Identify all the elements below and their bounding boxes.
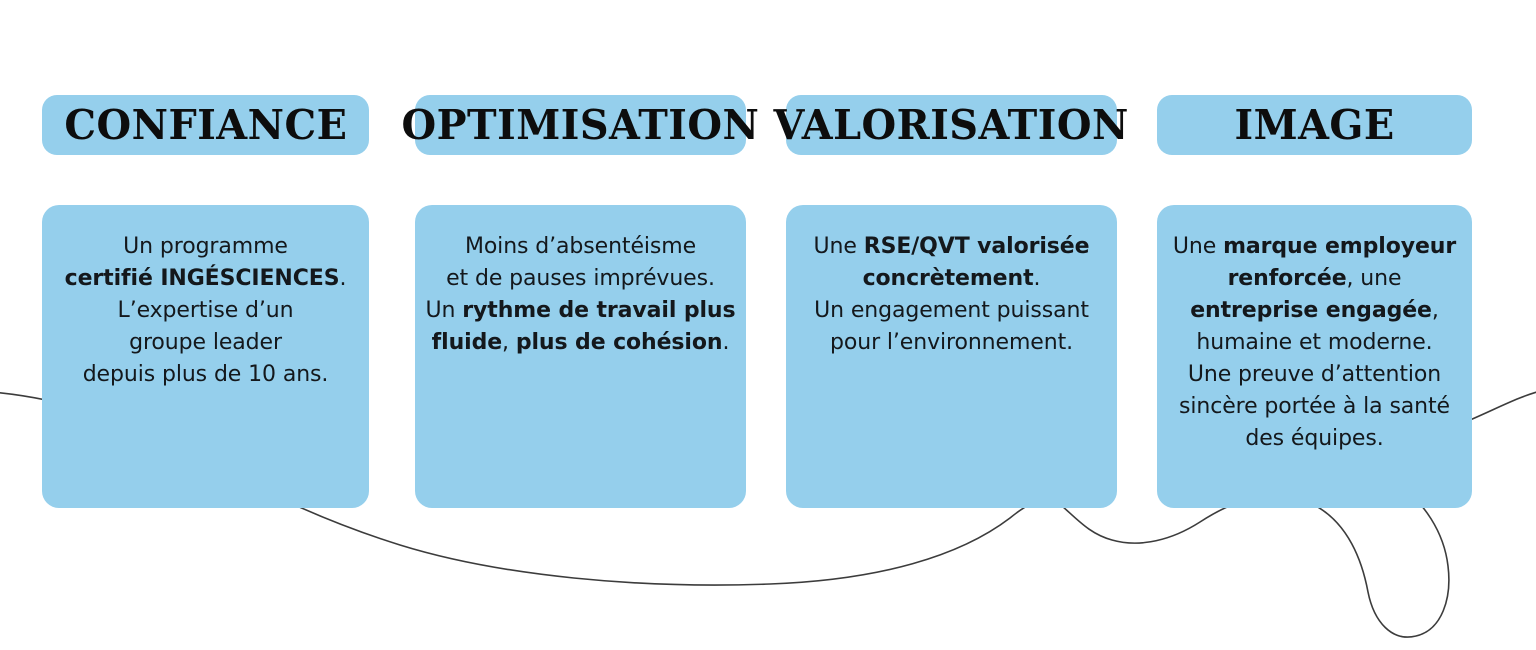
- card-optimisation[interactable]: Moins d’absentéisme et de pauses imprévue…: [415, 205, 746, 508]
- emphasis-text: entreprise engagée: [1190, 298, 1432, 323]
- card-text-line: groupe leader: [48, 327, 363, 359]
- header-pill-image[interactable]: IMAGE: [1157, 95, 1472, 155]
- card-text-line: renforcée, une: [1159, 263, 1470, 295]
- emphasis-text: RSE/QVT valorisée: [863, 234, 1090, 259]
- emphasis-text: renforcée: [1227, 266, 1347, 291]
- plain-text: Un: [425, 298, 463, 323]
- header-label: OPTIMISATION: [401, 100, 760, 149]
- plain-text: depuis plus de 10 ans.: [82, 362, 329, 387]
- card-text-line: concrètement.: [792, 263, 1111, 295]
- header-pill-optimisation[interactable]: OPTIMISATION: [402, 95, 759, 155]
- header-label: VALORISATION: [773, 100, 1130, 149]
- card-text-line: Un engagement puissant: [792, 295, 1111, 327]
- plain-text: , une: [1346, 266, 1402, 291]
- plain-text: .: [339, 266, 347, 291]
- header-pill-valorisation[interactable]: VALORISATION: [774, 95, 1129, 155]
- card-text-line: Un rythme de travail plus: [421, 295, 740, 327]
- card-text-line: certifié INGÉSCIENCES.: [48, 263, 363, 295]
- card-text-line: fluide, plus de cohésion.: [421, 327, 740, 359]
- emphasis-text: concrètement: [862, 266, 1034, 291]
- card-text-line: humaine et moderne.: [1159, 327, 1470, 359]
- plain-text: humaine et moderne.: [1196, 330, 1433, 355]
- emphasis-text: certifié INGÉSCIENCES: [64, 266, 340, 291]
- card-text-line: entreprise engagée,: [1159, 295, 1470, 327]
- plain-text: Une: [1172, 234, 1224, 259]
- plain-text: Un programme: [123, 234, 288, 259]
- card-text-line: sincère portée à la santé: [1159, 391, 1470, 423]
- plain-text: .: [722, 330, 730, 355]
- plain-text: Une: [813, 234, 864, 259]
- card-text-line: des équipes.: [1159, 423, 1470, 455]
- card-text-line: Un programme: [48, 231, 363, 263]
- plain-text: Moins d’absentéisme: [464, 234, 697, 259]
- card-confiance[interactable]: Un programme certifié INGÉSCIENCES. L’expe…: [42, 205, 369, 508]
- card-text-line: et de pauses imprévues.: [421, 263, 740, 295]
- emphasis-text: marque employeur: [1223, 234, 1457, 259]
- emphasis-text: rythme de travail plus: [462, 298, 736, 323]
- card-text-line: L’expertise d’un: [48, 295, 363, 327]
- plain-text: Une preuve d’attention: [1187, 362, 1442, 387]
- emphasis-text: plus de cohésion: [515, 330, 723, 355]
- plain-text: et de pauses imprévues.: [446, 266, 715, 291]
- plain-text: pour l’environnement.: [830, 330, 1073, 355]
- card-text-line: Une marque employeur: [1159, 231, 1470, 263]
- plain-text: Un engagement puissant: [814, 298, 1089, 323]
- plain-text: groupe leader: [129, 330, 282, 355]
- card-body-confiance: Un programme certifié INGÉSCIENCES. L’expe…: [42, 205, 369, 508]
- header-label: CONFIANCE: [63, 100, 348, 149]
- plain-text: ,: [1431, 298, 1439, 323]
- card-text-line: Moins d’absentéisme: [421, 231, 740, 263]
- plain-text: des équipes.: [1245, 426, 1384, 451]
- plain-text: .: [1033, 266, 1041, 291]
- plain-text: sincère portée à la santé: [1178, 394, 1450, 419]
- card-text-line: pour l’environnement.: [792, 327, 1111, 359]
- plain-text: L’expertise d’un: [117, 298, 294, 323]
- card-text-line: Une preuve d’attention: [1159, 359, 1470, 391]
- card-body-optimisation: Moins d’absentéisme et de pauses imprévue…: [415, 205, 746, 508]
- card-text-line: depuis plus de 10 ans.: [48, 359, 363, 391]
- plain-text: ,: [502, 330, 516, 355]
- header-label: IMAGE: [1234, 100, 1395, 149]
- emphasis-text: fluide: [431, 330, 503, 355]
- header-pill-confiance[interactable]: CONFIANCE: [42, 95, 369, 155]
- card-text-line: Une RSE/QVT valorisée: [792, 231, 1111, 263]
